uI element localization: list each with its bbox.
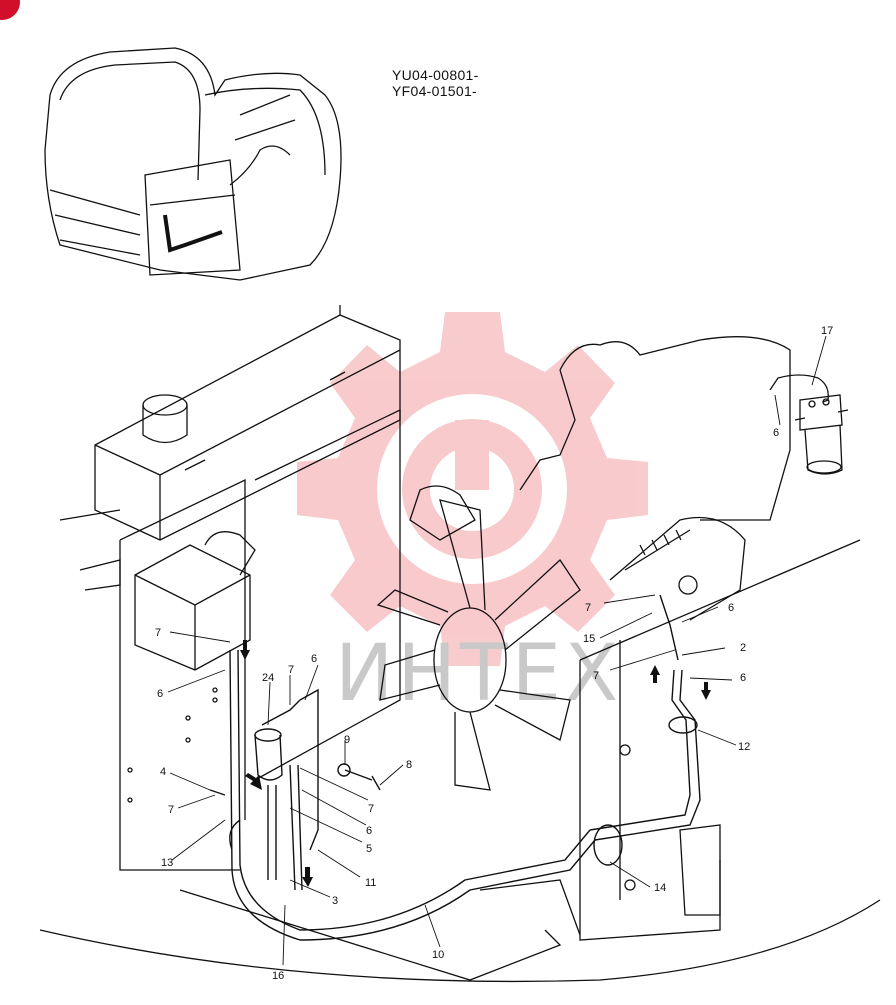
filter-detail-view bbox=[769, 374, 849, 475]
radiator-assembly bbox=[59, 305, 401, 871]
callout-label: 2 bbox=[740, 642, 746, 654]
callout-label: 9 bbox=[344, 734, 350, 746]
callout-label: 16 bbox=[272, 970, 284, 982]
leader-lines bbox=[167, 335, 827, 966]
serial-number-line-2: YF04-01501- bbox=[392, 83, 478, 99]
flow-arrow-icon bbox=[701, 682, 711, 700]
flow-arrow-icon bbox=[650, 665, 660, 683]
flow-arrow-icon bbox=[245, 773, 262, 790]
fuel-system bbox=[209, 594, 701, 941]
callout-label: 6 bbox=[740, 672, 746, 684]
callout-label: 6 bbox=[157, 688, 163, 700]
callout-label: 11 bbox=[365, 877, 376, 889]
callout-label: 10 bbox=[432, 949, 444, 961]
callout-label: 13 bbox=[161, 857, 173, 869]
callout-label: 3 bbox=[332, 895, 338, 907]
callout-label: 5 bbox=[366, 843, 372, 855]
callout-label: 7 bbox=[155, 627, 161, 639]
callout-label: 24 bbox=[262, 672, 274, 684]
flow-arrow-icon bbox=[302, 867, 313, 887]
callout-label: 6 bbox=[366, 825, 372, 837]
callout-label: 4 bbox=[160, 766, 166, 778]
callout-label: 12 bbox=[738, 741, 750, 753]
callout-label: 7 bbox=[368, 803, 374, 815]
callout-label: 15 bbox=[583, 633, 595, 645]
engine-outline bbox=[409, 336, 791, 621]
callout-label: 8 bbox=[406, 759, 412, 771]
callout-label: 7 bbox=[168, 804, 174, 816]
reserve-tank bbox=[134, 531, 256, 671]
callout-label: 6 bbox=[311, 653, 317, 665]
watermark-text: ИНТЕХ bbox=[335, 629, 622, 719]
corner-mark bbox=[0, 0, 20, 20]
callout-label: 7 bbox=[585, 602, 591, 614]
callout-label: 17 bbox=[821, 325, 833, 337]
callout-label: 14 bbox=[654, 882, 666, 894]
callout-label: 6 bbox=[728, 602, 734, 614]
watermark-gear-logo bbox=[297, 312, 648, 666]
serial-number-line-1: YU04-00801- bbox=[392, 67, 479, 83]
inset-machine-view bbox=[44, 47, 342, 281]
cooling-fan bbox=[376, 499, 581, 791]
callout-label: 6 bbox=[773, 427, 779, 439]
flow-arrow-icon bbox=[240, 640, 250, 660]
callout-label: 7 bbox=[593, 670, 599, 682]
frame-right bbox=[39, 539, 881, 983]
flow-arrows bbox=[240, 640, 711, 887]
callout-label: 7 bbox=[288, 664, 294, 676]
callout-labels: 7 6 24 7 6 4 7 13 9 8 7 6 5 11 3 16 10 1… bbox=[155, 325, 833, 982]
